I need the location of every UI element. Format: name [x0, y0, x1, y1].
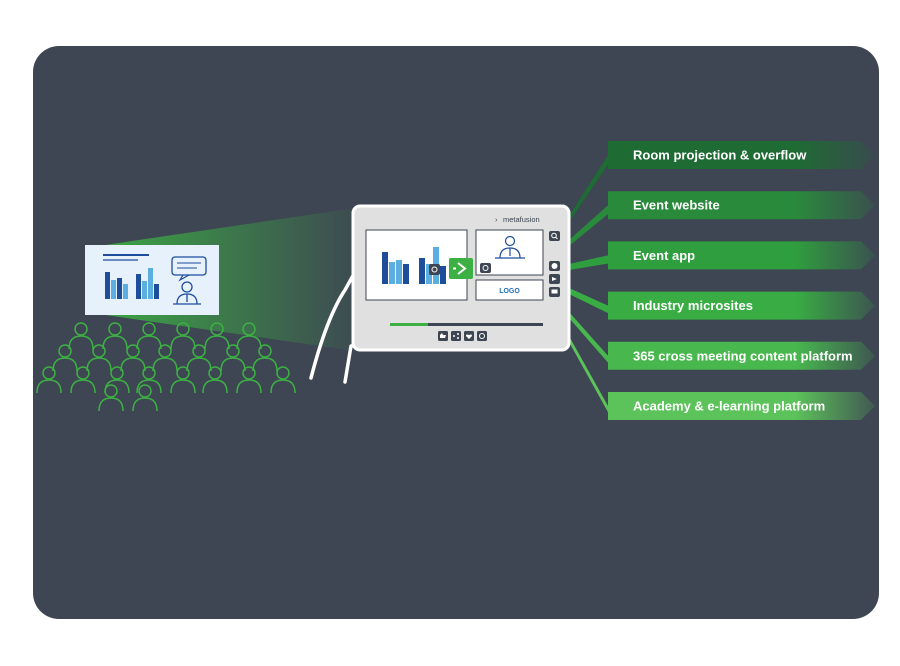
audience-person-icon: [186, 344, 212, 372]
presenter-icon: [173, 281, 201, 305]
audience-person-icon: [132, 384, 158, 412]
channel-item[interactable]: Industry microsites: [608, 291, 875, 320]
audience-person-icon: [170, 366, 196, 394]
audience-person-icon: [102, 322, 128, 350]
channel-ribbon: [608, 141, 875, 169]
chat-icon[interactable]: [549, 287, 560, 297]
projection-beam: [85, 208, 355, 351]
audience-person-icon: [98, 384, 124, 412]
channel-ribbon: [608, 341, 875, 370]
channel-label: Event website: [633, 198, 720, 213]
video-icon[interactable]: [549, 274, 560, 284]
audience-person-icon: [152, 344, 178, 372]
audience-person-icon: [52, 344, 78, 372]
settings-icon[interactable]: [429, 264, 440, 275]
progress-bar[interactable]: [390, 323, 543, 326]
channel-item[interactable]: Event app: [608, 241, 875, 270]
channel-connector: [569, 155, 609, 222]
channel-ribbon: [608, 291, 875, 320]
channel-item[interactable]: 365 cross meeting content platform: [608, 341, 875, 370]
settings-icon[interactable]: [480, 263, 491, 273]
channel-connector: [569, 205, 609, 246]
audience-person-icon: [36, 366, 62, 394]
audience-person-icon: [252, 344, 278, 372]
audience-person-icon: [270, 366, 296, 394]
clock-icon[interactable]: [477, 331, 487, 341]
audience-person-icon: [202, 366, 228, 394]
channel-connectors: [569, 155, 609, 414]
slide-bar: [389, 262, 395, 284]
screen-bar: [148, 268, 153, 299]
chat-bubble-icon: [171, 256, 207, 282]
screen-bar: [117, 278, 122, 299]
screen-bar: [136, 274, 141, 299]
audience-person-icon: [236, 366, 262, 394]
info-icon[interactable]: [549, 261, 560, 271]
channel-ribbon: [608, 191, 875, 220]
search-icon[interactable]: [549, 231, 560, 241]
audience-person-icon: [170, 322, 196, 350]
slide-bar: [396, 260, 402, 284]
audience-person-icon: [220, 344, 246, 372]
slide-bar: [440, 266, 446, 284]
channel-label: Event app: [633, 248, 695, 263]
projection-screen: [85, 245, 219, 315]
channel-item[interactable]: Event website: [608, 191, 875, 220]
channel-ribbon: [608, 392, 875, 420]
play-arrow-icon[interactable]: [449, 258, 473, 279]
heart-icon[interactable]: [464, 331, 474, 341]
channel-label: Room projection & overflow: [633, 148, 807, 163]
brand-name: metafusion: [503, 215, 540, 224]
audience-person-icon: [136, 322, 162, 350]
channel-label: Academy & e-learning platform: [633, 399, 825, 414]
like-icon[interactable]: [438, 331, 448, 341]
slide-bar: [403, 264, 409, 284]
audience-icon: [36, 322, 296, 412]
share-icon[interactable]: [451, 331, 461, 341]
logo-placeholder: [475, 279, 544, 301]
screen-bar: [123, 284, 128, 299]
audience-person-icon: [70, 366, 96, 394]
screen-bar: [142, 281, 147, 299]
channel-label: Industry microsites: [633, 298, 753, 313]
channel-connector: [569, 288, 609, 314]
audience-person-icon: [120, 344, 146, 372]
audience-person-icon: [236, 322, 262, 350]
brand-logo-icon: ›: [495, 215, 498, 224]
audience-person-icon: [204, 322, 230, 350]
channel-ribbon: [608, 241, 875, 270]
audience-person-icon: [68, 322, 94, 350]
logo-placeholder-text: LOGO: [499, 288, 520, 295]
slide-bar: [426, 264, 432, 284]
channel-item[interactable]: Academy & e-learning platform: [608, 392, 875, 420]
slide-bar: [419, 258, 425, 284]
channel-connector: [569, 336, 609, 414]
channel-label: 365 cross meeting content platform: [633, 348, 853, 363]
tablet-device: › metafusion: [351, 204, 571, 352]
audience-person-icon: [86, 344, 112, 372]
channel-connector: [569, 255, 609, 270]
channel-item[interactable]: Room projection & overflow: [608, 141, 875, 169]
presenter-icon: [495, 235, 525, 259]
slide-bar: [382, 252, 388, 284]
screen-bar: [111, 280, 116, 299]
audience-person-icon: [136, 366, 162, 394]
channel-connector: [569, 312, 609, 364]
screen-bar: [105, 272, 110, 299]
screen-bar: [154, 284, 159, 299]
